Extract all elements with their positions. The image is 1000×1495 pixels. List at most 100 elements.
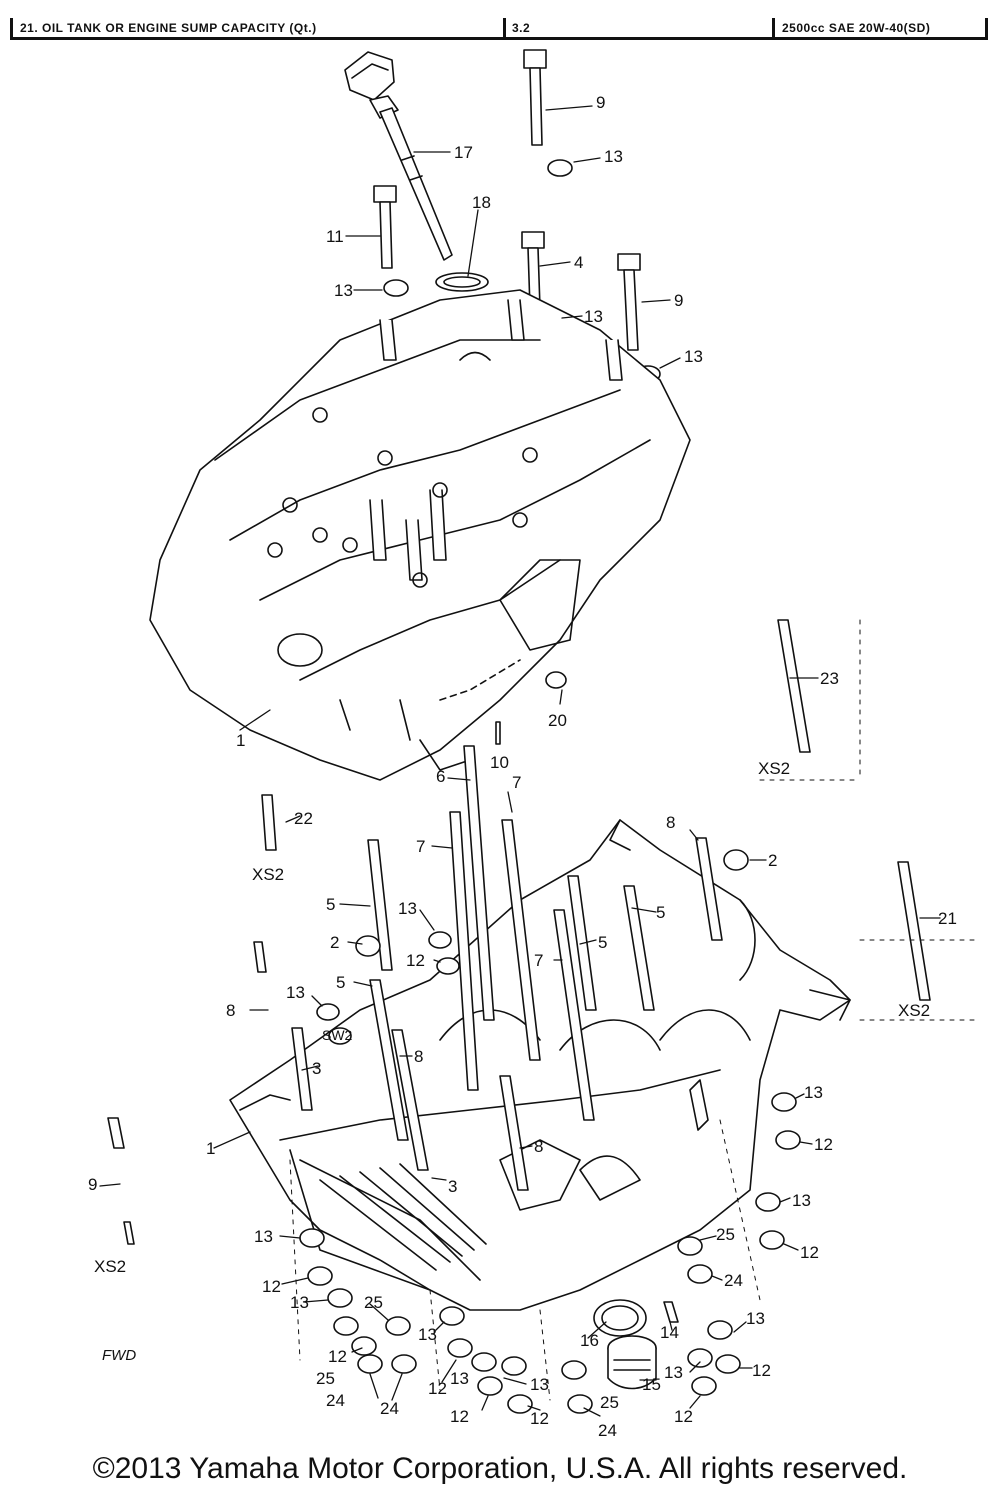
bolt-9-right xyxy=(617,253,641,351)
callout-12: 12 xyxy=(262,1277,281,1296)
washer xyxy=(547,159,573,177)
stud-5c xyxy=(623,885,655,1011)
callout-8: 8 xyxy=(226,1001,235,1020)
stud-6 xyxy=(463,745,495,1021)
callout-8: 8 xyxy=(534,1137,543,1156)
callout-13: 13 xyxy=(418,1325,437,1344)
callout-25: 25 xyxy=(364,1293,383,1312)
callout-7: 7 xyxy=(534,951,543,970)
callout-3: 3 xyxy=(312,1059,321,1078)
callout-12: 12 xyxy=(530,1409,549,1428)
callout-21: 21 xyxy=(938,909,957,928)
stud-3 xyxy=(291,1027,313,1111)
callout-13: 13 xyxy=(290,1293,309,1312)
dowel-2-left xyxy=(355,935,381,957)
callout-24: 24 xyxy=(380,1399,399,1418)
callout-13: 13 xyxy=(604,147,623,166)
callout-5: 5 xyxy=(326,895,335,914)
callout-25: 25 xyxy=(316,1369,335,1388)
spec-header: 21. OIL TANK OR ENGINE SUMP CAPACITY (Qt… xyxy=(10,18,988,40)
screw-14 xyxy=(663,1301,679,1323)
callout-17: 17 xyxy=(454,143,473,162)
callout-2: 2 xyxy=(768,851,777,870)
callout-24: 24 xyxy=(724,1271,743,1290)
o-ring xyxy=(435,272,489,292)
header-divider xyxy=(10,18,13,40)
drain-plug-15 xyxy=(607,1335,657,1390)
callout-8: 8 xyxy=(414,1047,423,1066)
callout-15: 15 xyxy=(642,1375,661,1394)
stud-23 xyxy=(777,619,811,753)
washer xyxy=(383,279,409,297)
callout-sw2: SW2 xyxy=(322,1027,353,1043)
stud-7b xyxy=(501,819,541,1061)
callout-10: 10 xyxy=(490,753,509,772)
callout-13: 13 xyxy=(254,1227,273,1246)
callout-xs2: XS2 xyxy=(758,759,790,778)
stud-left-3 xyxy=(123,1221,135,1245)
header-capacity-value: 3.2 xyxy=(512,21,531,35)
callout-13: 13 xyxy=(334,281,353,300)
callout-5: 5 xyxy=(336,973,345,992)
stud-5a xyxy=(367,839,393,971)
callout-14: 14 xyxy=(660,1323,679,1342)
callout-12: 12 xyxy=(428,1379,447,1398)
callout-9: 9 xyxy=(596,93,605,112)
callout-24: 24 xyxy=(598,1421,617,1440)
callout-13: 13 xyxy=(792,1191,811,1210)
crankcase-exploded-diagram: 9 13 17 18 11 13 4 13 9 13 1 20 10 23 XS… xyxy=(88,49,981,1440)
stud-left-2 xyxy=(107,1117,125,1149)
callout-24: 24 xyxy=(326,1391,345,1410)
callout-23: 23 xyxy=(820,669,839,688)
callout-25: 25 xyxy=(716,1225,735,1244)
upper-crankcase xyxy=(149,289,691,781)
callout-9: 9 xyxy=(88,1175,97,1194)
header-divider xyxy=(772,18,775,40)
callout-22: 22 xyxy=(294,809,313,828)
callout-xs2: XS2 xyxy=(94,1257,126,1276)
dowel-pin xyxy=(545,671,567,689)
callout-13: 13 xyxy=(684,347,703,366)
callout-5: 5 xyxy=(598,933,607,952)
dowel-2-right xyxy=(723,849,749,871)
header-divider xyxy=(503,18,506,40)
callout-12: 12 xyxy=(814,1135,833,1154)
lower-crankcase xyxy=(229,819,851,1311)
leader-lines xyxy=(99,105,941,1417)
stud-8c xyxy=(499,1075,529,1191)
washers-and-nuts xyxy=(299,931,801,1414)
header-divider xyxy=(985,18,988,40)
callout-7: 7 xyxy=(416,837,425,856)
stud-left-1 xyxy=(253,941,267,973)
dipstick xyxy=(344,51,453,261)
stud-22 xyxy=(261,794,277,851)
callout-12: 12 xyxy=(674,1407,693,1426)
callout-13: 13 xyxy=(286,983,305,1002)
bolt-11 xyxy=(373,185,397,269)
callout-11: 11 xyxy=(326,227,344,246)
dowel xyxy=(495,721,501,745)
copyright-notice: ©2013 Yamaha Motor Corporation, U.S.A. A… xyxy=(92,1452,908,1485)
stud-21 xyxy=(897,861,931,1001)
callout-18: 18 xyxy=(472,193,491,212)
callout-fwd: FWD xyxy=(102,1347,136,1364)
callout-8: 8 xyxy=(666,813,675,832)
callout-12: 12 xyxy=(450,1407,469,1426)
callout-7: 7 xyxy=(512,773,521,792)
callout-13: 13 xyxy=(746,1309,765,1328)
callout-13: 13 xyxy=(804,1083,823,1102)
callout-5: 5 xyxy=(656,903,665,922)
callout-9: 9 xyxy=(674,291,683,310)
stud-8a xyxy=(695,837,723,941)
callout-xs2: XS2 xyxy=(898,1001,930,1020)
bolt-4 xyxy=(521,231,545,309)
callout-13: 13 xyxy=(450,1369,469,1388)
header-rule xyxy=(10,37,988,40)
callout-13: 13 xyxy=(584,307,603,326)
callout-12: 12 xyxy=(406,951,425,970)
callout-xs2: XS2 xyxy=(252,865,284,884)
o-ring-inner xyxy=(443,276,481,288)
header-item-label: 21. OIL TANK OR ENGINE SUMP CAPACITY (Qt… xyxy=(20,21,317,35)
callout-16: 16 xyxy=(580,1331,599,1350)
callout-12: 12 xyxy=(328,1347,347,1366)
